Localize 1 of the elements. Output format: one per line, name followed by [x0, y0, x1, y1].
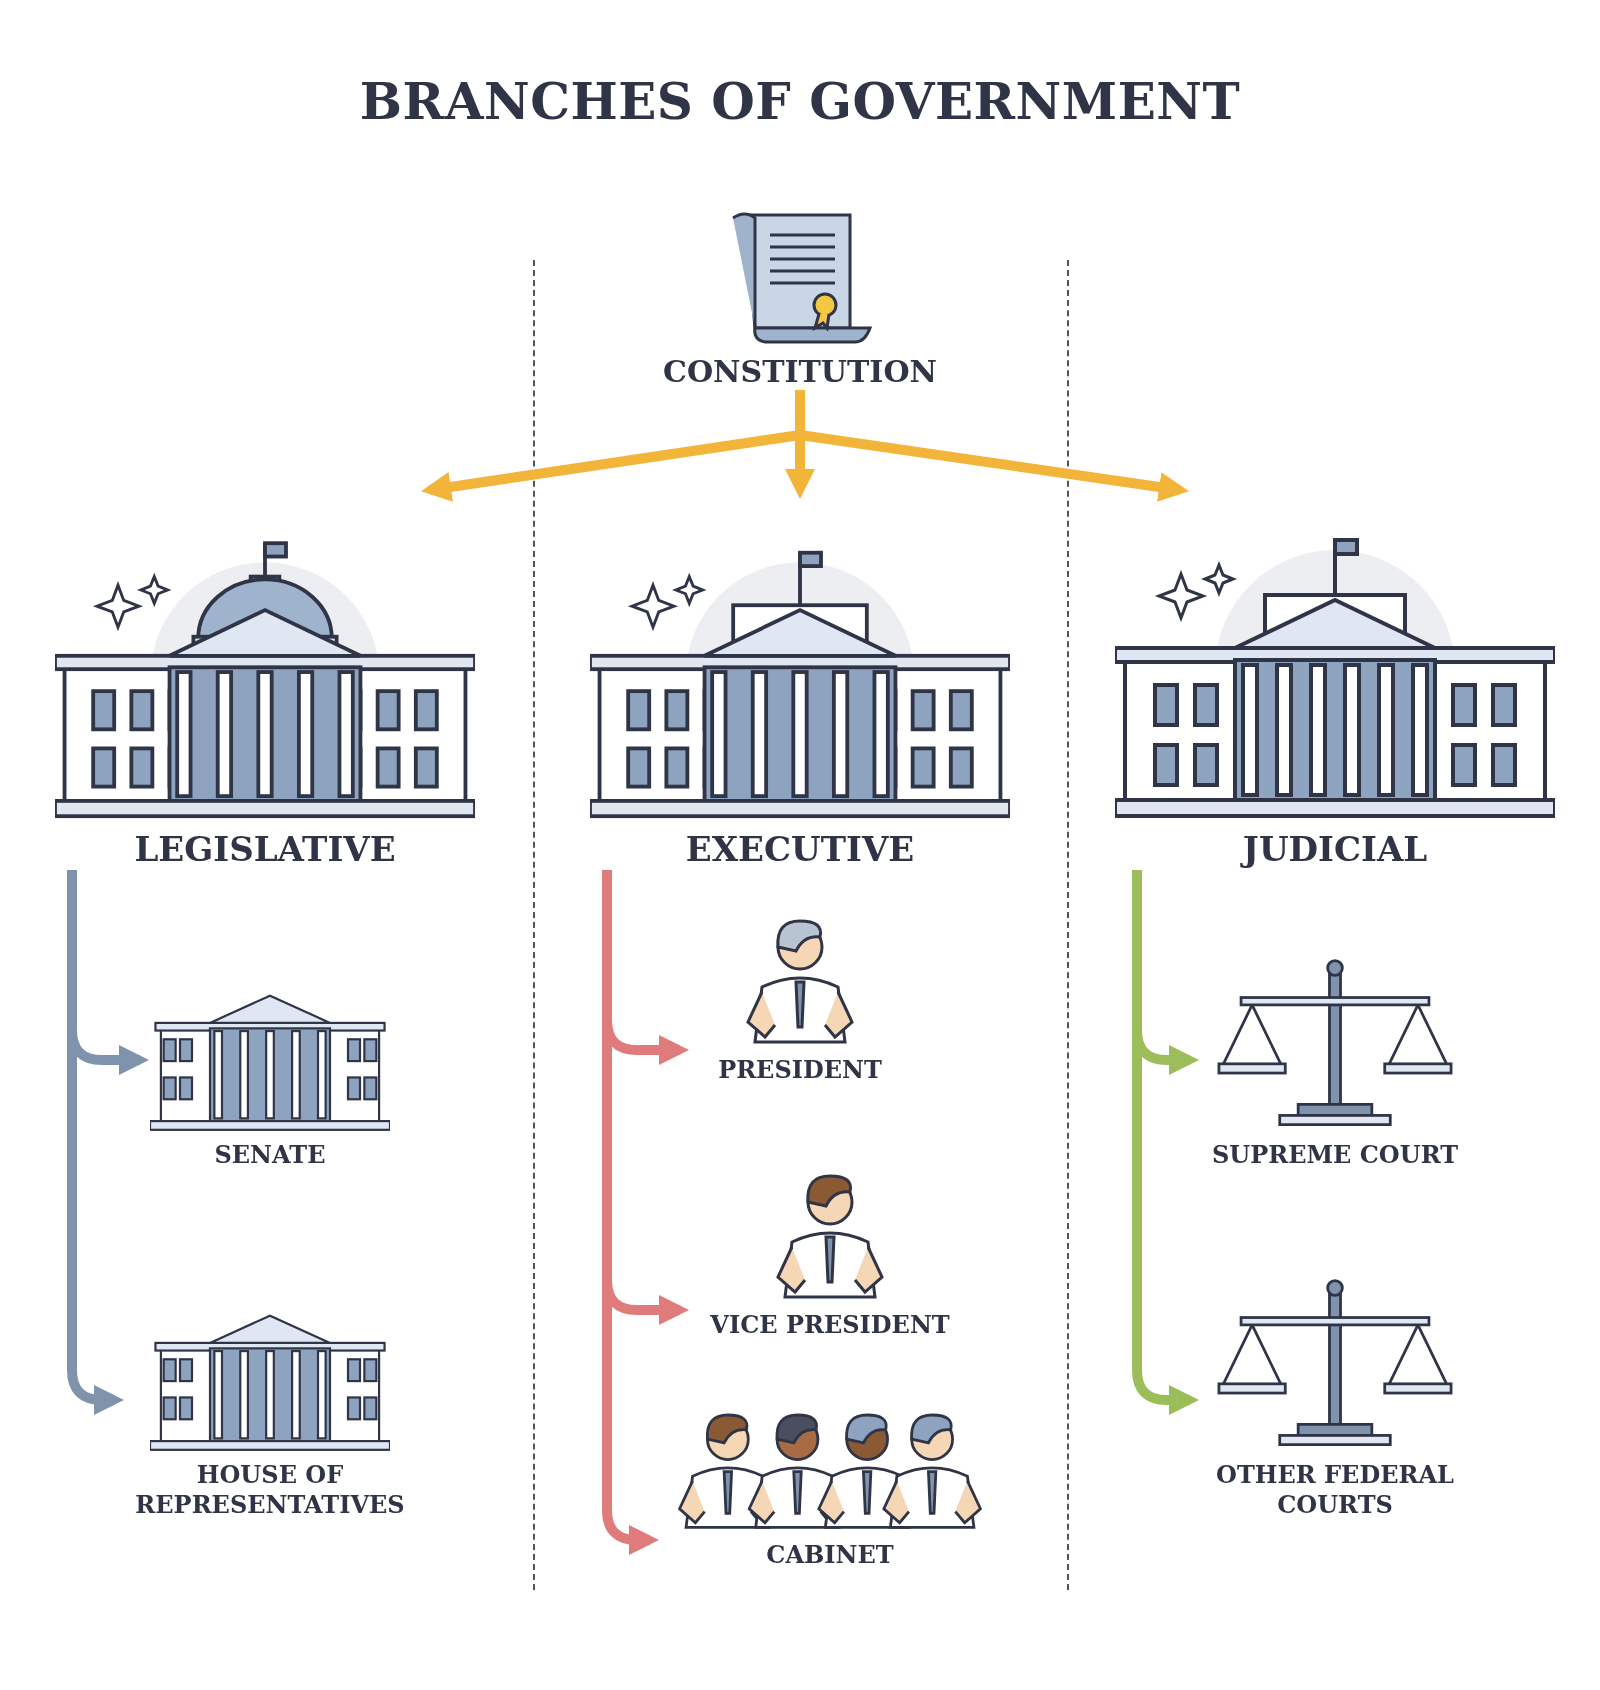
- title: BRANCHES OF GOVERNMENT: [358, 72, 1242, 131]
